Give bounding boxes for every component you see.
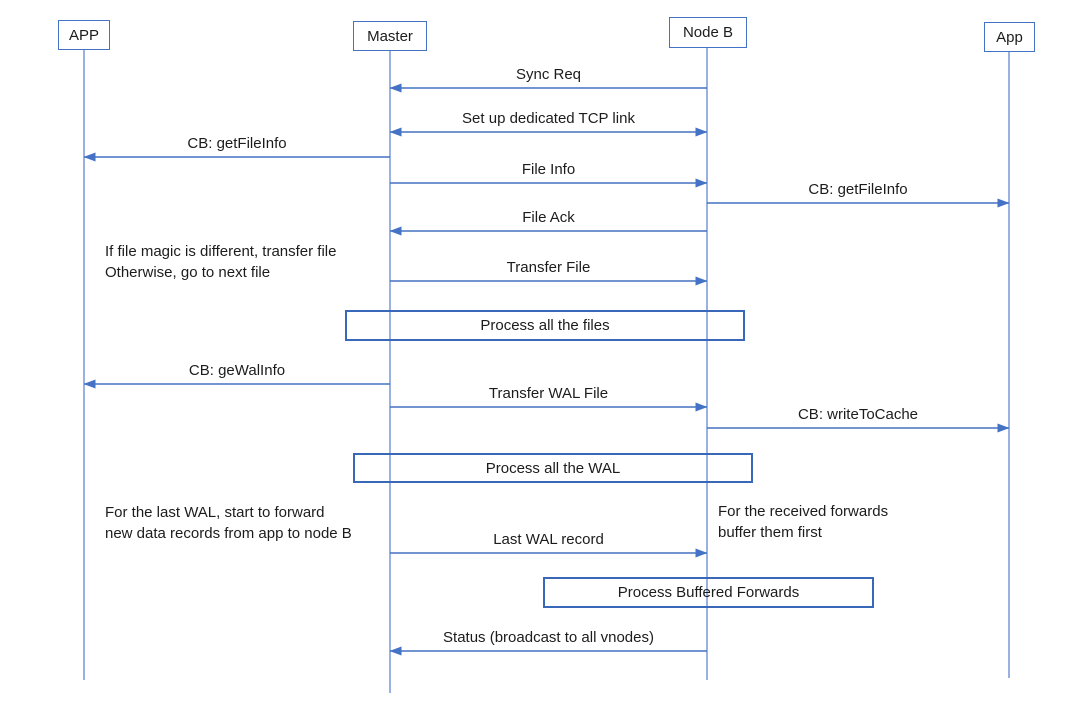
note-last-wal-line-1: For the last WAL, start to forward xyxy=(105,504,325,521)
message-label-transfer-wal-file: Transfer WAL File xyxy=(488,385,609,402)
note-file-magic: If file magic is different, transfer fil… xyxy=(105,241,336,283)
actor-label-app-right: App xyxy=(996,28,1023,46)
actor-app-right: App xyxy=(984,22,1035,52)
note-file-magic-line-1: If file magic is different, transfer fil… xyxy=(105,243,337,260)
actor-app-left: APP xyxy=(58,20,110,50)
process-box-label-process-buffered-forwards: Process Buffered Forwards xyxy=(617,584,800,601)
message-label-cb-writetocache: CB: writeToCache xyxy=(797,406,919,423)
message-label-transfer-file: Transfer File xyxy=(506,259,591,276)
message-label-tcp-link: Set up dedicated TCP link xyxy=(462,110,635,127)
message-label-cb-gewalinfo: CB: geWalInfo xyxy=(188,362,286,379)
process-box-process-files: Process all the files xyxy=(345,310,745,341)
process-box-process-buffered-forwards: Process Buffered Forwards xyxy=(543,577,874,608)
process-box-process-wal: Process all the WAL xyxy=(353,453,753,483)
message-label-file-info: File Info xyxy=(521,161,576,178)
actor-master: Master xyxy=(353,21,427,51)
message-label-last-wal-record: Last WAL record xyxy=(493,531,604,548)
message-label-cb-getfileinfo-right: CB: getFileInfo xyxy=(808,181,908,198)
note-received-forwards-line-1: For the received forwards xyxy=(718,503,889,520)
actor-node-b: Node B xyxy=(669,17,747,48)
actor-label-app-left: APP xyxy=(68,26,99,44)
message-label-cb-getfileinfo-left: CB: getFileInfo xyxy=(187,135,287,152)
note-file-magic-line-2: Otherwise, go to next file xyxy=(105,264,271,281)
actor-label-master: Master xyxy=(367,27,413,45)
note-last-wal: For the last WAL, start to forward new da… xyxy=(105,502,352,544)
note-last-wal-line-2: new data records from app to node B xyxy=(105,525,352,542)
note-received-forwards: For the received forwards buffer them fir… xyxy=(718,501,888,543)
message-label-sync-req: Sync Req xyxy=(515,66,582,83)
process-box-label-process-files: Process all the files xyxy=(480,317,610,334)
message-label-file-ack: File Ack xyxy=(522,209,575,226)
process-box-label-process-wal: Process all the WAL xyxy=(485,459,621,477)
actor-label-node-b: Node B xyxy=(682,24,734,41)
message-label-status-broadcast: Status (broadcast to all vnodes) xyxy=(443,629,654,646)
note-received-forwards-line-2: buffer them first xyxy=(718,524,822,541)
